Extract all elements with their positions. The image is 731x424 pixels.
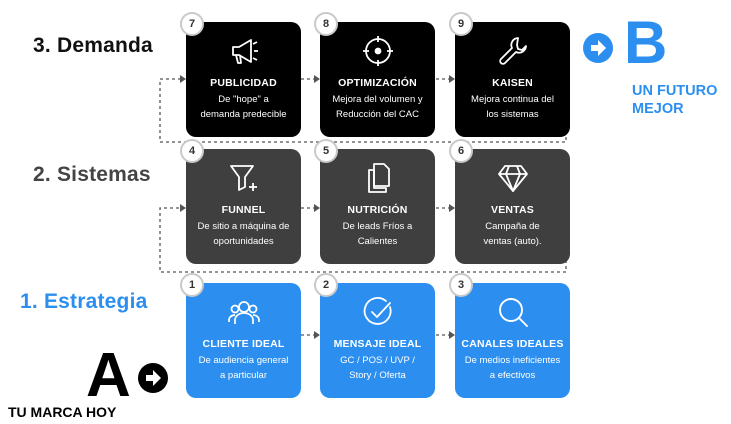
check-circle-icon [320,295,435,329]
funnel-icon [186,161,301,195]
row-label-estrategia: 1. Estrategia [20,290,148,313]
diamond-icon [455,161,570,195]
arrow-right-icon [583,33,613,63]
card-title: CANALES IDEALES [461,338,564,350]
card-title: CLIENTE IDEAL [202,338,285,350]
arrow-right-icon [138,363,168,393]
card-title: VENTAS [490,204,534,216]
card-description: GC / POS / UVP /Story / Oferta [340,355,415,381]
megaphone-icon [186,34,301,68]
start-letter: A [86,341,131,410]
goal-letter: B [624,9,668,76]
wrench-icon [455,34,570,68]
card-title: OPTIMIZACIÓN [338,77,417,89]
card-title: FUNNEL [221,204,266,216]
card-mensaje-ideal: 2 MENSAJE IDEAL GC / POS / UVP /Story / … [314,273,435,398]
step-number: 8 [314,12,338,36]
step-number: 3 [449,273,473,297]
search-icon [455,295,570,329]
step-number: 1 [180,273,204,297]
step-number: 5 [314,139,338,163]
card-title: NUTRICIÓN [347,204,408,216]
crosshair-icon [320,34,435,68]
step-number: 4 [180,139,204,163]
start-caption: TU MARCA HOY [8,404,117,420]
step-number: 7 [180,12,204,36]
documents-icon [320,161,435,195]
card-canales-ideales: 3 CANALES IDEALES De medios ineficientes… [449,273,570,398]
step-number: 9 [449,12,473,36]
card-title: MENSAJE IDEAL [333,338,422,350]
row-label-sistemas: 2. Sistemas [33,163,151,186]
step-number: 2 [314,273,338,297]
row-label-demanda: 3. Demanda [33,34,153,57]
users-icon [186,295,301,329]
card-title: PUBLICIDAD [210,77,277,89]
card-title: KAISEN [492,77,533,89]
step-number: 6 [449,139,473,163]
